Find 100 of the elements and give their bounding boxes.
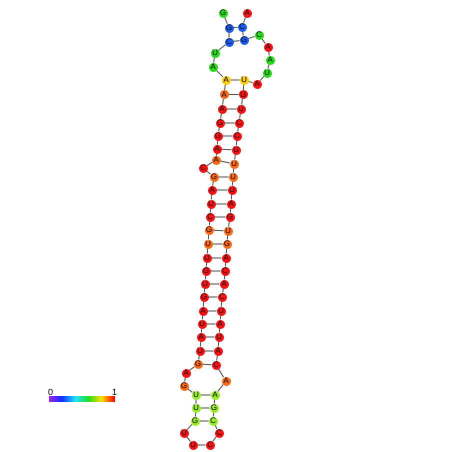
- nucleotide-circle: C: [218, 292, 226, 302]
- nucleotide-circle: C: [254, 30, 264, 40]
- nucleotide-circle: G: [218, 8, 228, 18]
- base-pair-line: [226, 108, 237, 110]
- nucleotide-circle: U: [210, 48, 220, 58]
- backbone-line: [248, 80, 254, 84]
- nucleotide-circle: U: [216, 306, 226, 316]
- base-pair-line: [199, 420, 209, 422]
- nucleotide-circle: A: [220, 280, 228, 288]
- nucleotide-circle: G: [180, 382, 188, 390]
- nucleotide-circle: A: [216, 320, 224, 328]
- backbone-line: [218, 44, 226, 51]
- nucleotide-circle: A: [210, 390, 220, 400]
- backbone-line: [218, 341, 220, 347]
- base-pair-line: [218, 176, 229, 178]
- base-pair-line: [221, 148, 232, 150]
- backbone-line: [206, 248, 208, 254]
- nucleotide-circle: G: [210, 172, 218, 182]
- nucleotide-circle: U: [262, 68, 272, 78]
- backbone-line: [241, 98, 243, 106]
- nucleotide-circle: C: [212, 360, 220, 370]
- nucleotide-circle: U: [196, 346, 204, 356]
- nucleotide-circle: G: [214, 132, 222, 140]
- backbone-line: [222, 98, 224, 106]
- nucleotide-circle: U: [202, 254, 212, 262]
- nucleotide-circle: A: [218, 104, 226, 114]
- nucleotide-circle: U: [180, 428, 188, 438]
- backbone-line: [248, 36, 256, 40]
- base-pair-line: [204, 350, 214, 352]
- backbone-line: [212, 436, 217, 442]
- base-pair-line: [208, 296, 218, 298]
- nucleotide-circle: C: [206, 212, 214, 222]
- nucleotide-circle: G: [222, 240, 232, 248]
- backbone-line: [220, 301, 222, 307]
- backbone-line: [210, 194, 212, 200]
- scale-label: 1: [112, 388, 118, 397]
- backbone-line: [226, 248, 228, 254]
- nucleotide-circle: U: [192, 404, 200, 412]
- nucleotide-circle: U: [206, 200, 216, 208]
- nucleotide-circle: A: [208, 186, 216, 194]
- backbone-line: [243, 16, 246, 24]
- backbone-line: [230, 194, 232, 200]
- nucleotide-circle: G: [226, 212, 234, 222]
- nucleotide-circle: A: [266, 56, 274, 64]
- nucleotide-circle: C: [234, 118, 244, 128]
- nucleotide-circle: U: [228, 186, 236, 194]
- backbone-line: [200, 341, 202, 347]
- nucleotide-circle: G: [224, 24, 234, 32]
- nucleotide-circle: U: [228, 172, 238, 182]
- nucleotide-circle: U: [238, 90, 248, 99]
- backbone-line: [218, 368, 224, 378]
- base-pair-line: [207, 310, 217, 312]
- nucleotide-circle: G: [194, 360, 202, 368]
- nucleotide-circle: U: [188, 440, 198, 450]
- nucleotide-circle: U: [236, 104, 246, 114]
- nucleotide-circle: A: [212, 144, 222, 154]
- nucleotide-circle: A: [226, 200, 236, 208]
- base-pair-line: [224, 122, 235, 124]
- base-pair-line: [205, 336, 215, 338]
- backbone-line: [202, 301, 204, 307]
- nucleotide-circle: G: [204, 226, 214, 234]
- nucleotide-circle: C: [198, 164, 208, 172]
- base-pair-line: [202, 364, 212, 366]
- nucleotide-circle: U: [214, 332, 224, 342]
- backbone-line: [228, 32, 230, 38]
- nucleotide-circle: A: [220, 90, 228, 99]
- backbone-line: [242, 84, 244, 90]
- nucleotide-circle: A: [196, 332, 206, 342]
- nucleotide-circle: G: [202, 266, 210, 276]
- nucleotide-circle: G: [200, 292, 208, 302]
- base-pair-line: [220, 160, 230, 164]
- nucleotide-circle: A: [198, 306, 208, 316]
- nucleotide-circle: C: [206, 440, 214, 450]
- nucleotide-circle: U: [200, 280, 210, 288]
- nucleotide-circle: A: [182, 368, 190, 378]
- backbone-line: [216, 152, 218, 156]
- nucleotide-circle: C: [208, 416, 218, 426]
- nucleotide-circle: C: [238, 22, 246, 32]
- nucleotide-circle: C: [232, 132, 242, 140]
- nucleotide-circle: A: [242, 8, 252, 18]
- backbone-line: [186, 424, 192, 430]
- backbone-line: [217, 384, 224, 392]
- nucleotide-circle: A: [222, 376, 230, 386]
- nucleotide-circle: A: [214, 346, 222, 356]
- nucleotide-circle: U: [240, 76, 248, 84]
- backbone-line: [236, 140, 238, 146]
- backbone-line: [189, 366, 195, 371]
- nucleotide-circle: U: [232, 146, 240, 154]
- nucleotide-circle: A: [264, 42, 272, 52]
- nucleotide-circle: U: [224, 226, 232, 236]
- nucleotide-circle: G: [216, 118, 224, 128]
- nucleotide-circle: A: [222, 76, 230, 84]
- nucleotide-circle: C: [220, 266, 230, 276]
- nucleotide-circle: U: [230, 160, 238, 168]
- backbone-line: [208, 234, 210, 240]
- backbone-line: [260, 76, 264, 82]
- base-pair-line: [213, 230, 224, 232]
- scale-label: 0: [48, 388, 54, 397]
- nucleotide-circle: U: [192, 390, 200, 400]
- base-pair-line: [228, 94, 239, 95]
